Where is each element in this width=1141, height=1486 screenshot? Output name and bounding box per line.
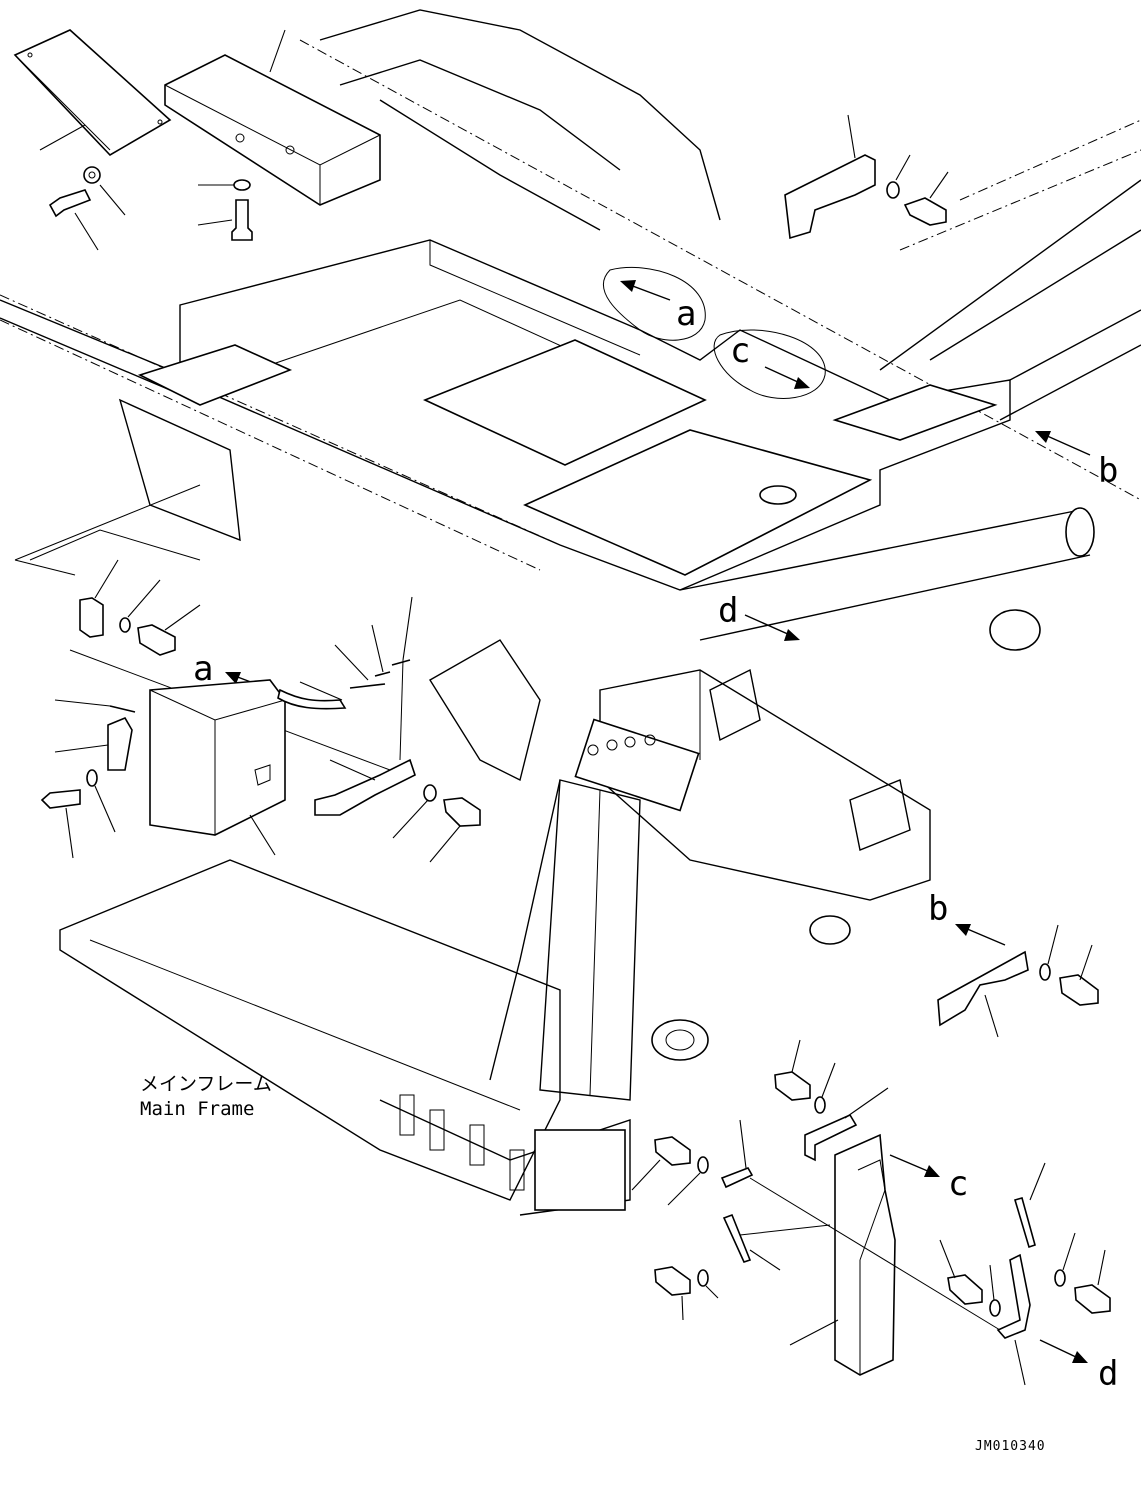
left-small-bracket	[79, 559, 119, 638]
left-washer	[119, 579, 161, 633]
lower-cover-panel	[789, 1133, 896, 1376]
callout-b-lower: b	[928, 889, 1006, 946]
top-left-washer	[83, 166, 126, 216]
top-right-washer	[886, 154, 911, 199]
drawing-code: JM010340	[975, 1439, 1046, 1454]
left-clip-plate	[54, 716, 133, 771]
callout-letter-c: c	[730, 331, 750, 371]
lower-washer-1	[814, 1062, 836, 1114]
lower-bracket-c	[804, 1087, 889, 1162]
main-frame-label: メインフレーム Main Frame	[140, 1073, 272, 1120]
left-pin-2	[334, 644, 386, 689]
lower-washer-2	[667, 1156, 709, 1206]
lower-washer-3	[697, 1269, 719, 1299]
callout-d-upper: d	[718, 591, 800, 641]
callout-letter-d-lower: d	[1098, 1354, 1118, 1394]
left-bolt	[137, 604, 201, 656]
left-pin	[54, 699, 136, 713]
callout-letter-a-lower: a	[193, 649, 213, 689]
callout-d-lower: d	[1039, 1339, 1118, 1394]
lower-bolt-1	[774, 1039, 811, 1101]
top-right-bracket	[784, 114, 876, 240]
callout-letter-b: b	[1098, 451, 1118, 491]
top-left-bolt-2	[197, 199, 253, 241]
top-left-cover-plate	[13, 29, 172, 157]
left-bolt-3	[429, 797, 481, 863]
main-frame-label-english: Main Frame	[140, 1098, 254, 1120]
lower-washer-5	[1054, 1232, 1076, 1287]
top-left-bolt	[48, 189, 99, 251]
top-right-bolt	[903, 171, 949, 226]
left-pin-3	[371, 624, 391, 677]
callout-b-upper: b	[1035, 431, 1118, 491]
lower-bolt-2	[631, 1136, 691, 1191]
lower-bolt-3	[654, 1266, 691, 1321]
left-bolt-2	[40, 789, 81, 859]
top-left-washer-2	[198, 179, 251, 191]
left-curved-bracket	[314, 758, 416, 816]
callout-letter-c-lower: c	[948, 1164, 968, 1204]
left-leader-link	[14, 484, 201, 576]
right-bracket-b	[937, 950, 1029, 1038]
left-washer-3	[392, 784, 437, 839]
left-washer-2	[86, 769, 116, 833]
main-frame-label-japanese: メインフレーム	[140, 1073, 272, 1095]
callout-letter-a: a	[676, 294, 696, 334]
main-frame-structure	[0, 9, 1141, 1216]
right-washer-b	[1039, 924, 1059, 981]
lower-bolt-4	[939, 1239, 983, 1305]
callout-c-upper: c	[713, 329, 826, 399]
lower-bracket-d	[996, 1253, 1031, 1386]
callout-letter-d: d	[718, 591, 738, 631]
left-pin-4	[391, 596, 413, 761]
callout-a-upper: a	[603, 266, 706, 341]
callout-c-lower: c	[889, 1154, 968, 1204]
lower-pin-2	[1014, 1162, 1046, 1249]
left-bent-rod	[277, 681, 347, 710]
lower-washer-4	[989, 1264, 1001, 1317]
right-bolt-b	[1059, 944, 1099, 1006]
lower-bolt-5	[1074, 1249, 1111, 1314]
callout-letter-b-lower: b	[928, 889, 948, 929]
lower-pin	[722, 1213, 831, 1271]
top-left-tray	[164, 29, 381, 206]
left-cover-panel	[149, 679, 286, 856]
lower-small-plate	[720, 1119, 1001, 1331]
